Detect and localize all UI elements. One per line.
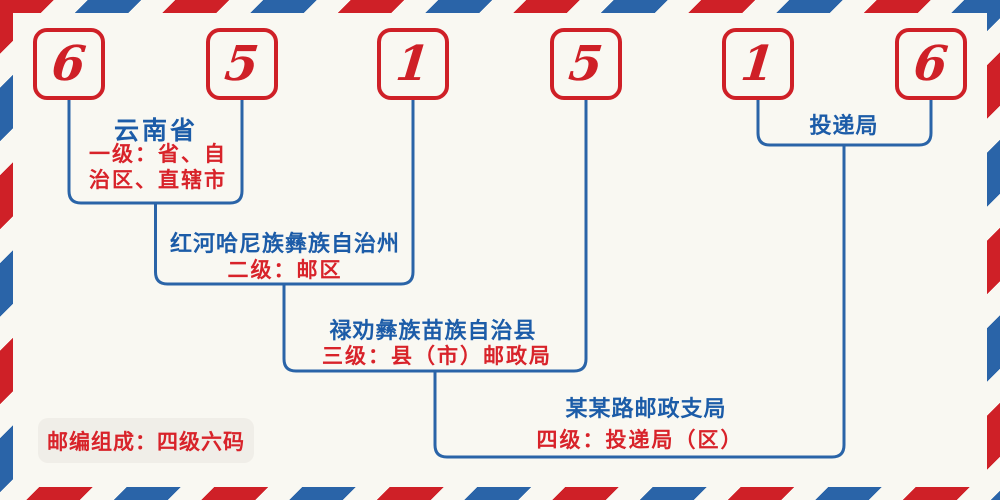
postcode-digit-box-5: 1 (722, 28, 794, 100)
level-1-description-label: 一级：省、自治区、直辖市 (89, 143, 227, 192)
postcode-digit-3: 1 (393, 36, 433, 92)
postcode-digit-4: 5 (566, 36, 606, 92)
postcode-digit-5: 1 (738, 36, 778, 92)
level-1-region-label: 云南省 (113, 117, 199, 145)
level-2-region-label: 红河哈尼族彝族自治州 (169, 231, 401, 256)
postcode-digit-1: 6 (49, 36, 89, 92)
level-3-description-label: 三级：县（市）邮政局 (322, 345, 552, 368)
postcode-digit-box-1: 6 (33, 28, 105, 100)
level-3-region-label: 禄劝彝族苗族自治县 (329, 318, 537, 343)
postcode-digit-box-6: 6 (895, 28, 967, 100)
level-4-region-label: 某某路邮政支局 (565, 396, 727, 421)
delivery-office-label: 投递局 (809, 113, 879, 138)
postcode-composition-note: 邮编组成：四级六码 (38, 418, 254, 463)
postcode-digit-box-4: 5 (550, 28, 622, 100)
envelope-inner-area (13, 13, 987, 487)
postcode-composition-text: 邮编组成：四级六码 (47, 430, 245, 454)
postcode-digit-box-3: 1 (377, 28, 449, 100)
level-2-description-label: 二级：邮区 (227, 259, 343, 282)
postcode-digit-2: 5 (222, 36, 262, 92)
postcode-digit-box-2: 5 (206, 28, 278, 100)
postcode-digit-6: 6 (911, 36, 951, 92)
level-4-description-label: 四级：投递局（区） (536, 429, 744, 452)
bracket-delivery-office (756, 97, 933, 147)
bracket-level-4 (433, 145, 846, 459)
